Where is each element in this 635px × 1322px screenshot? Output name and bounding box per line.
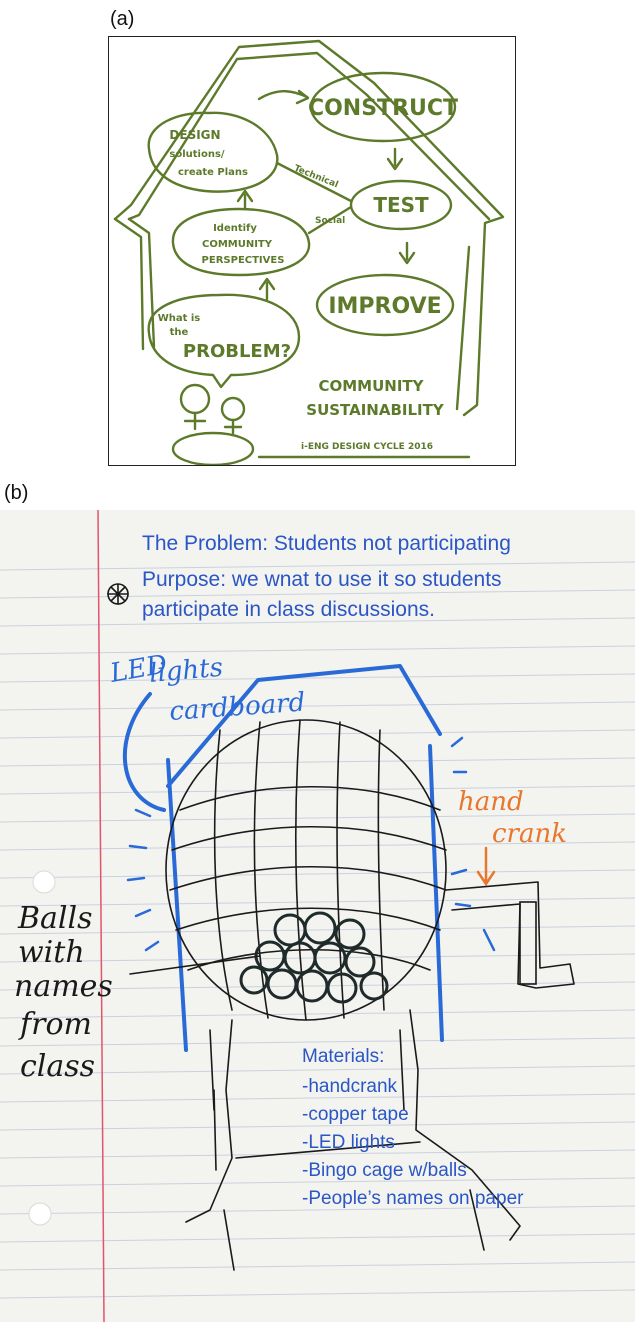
construct-label: CONSTRUCT [308, 96, 458, 121]
led-frame-left-post [166, 758, 188, 1052]
design-label-1: DESIGN [169, 128, 220, 142]
house-left-wall-inner [113, 217, 145, 351]
identify-label-3: PERSPECTIVES [202, 255, 285, 266]
cage-grid [169, 719, 447, 1021]
technical-label: Technical [292, 164, 339, 191]
margin-line [97, 510, 105, 1322]
problem-label-3: PROBLEM? [183, 341, 291, 362]
notebook-lines [0, 561, 635, 1299]
balls-cluster [239, 911, 389, 1004]
construct-node [309, 71, 457, 143]
design-label-3: create Plans [178, 167, 248, 178]
design-cycle-diagram: CONSTRUCT TEST IMPROVE DESIGN solutions/… [108, 36, 516, 466]
led-frame-right-post [428, 744, 444, 1042]
balls-pointer-line [129, 955, 261, 975]
problem-statement: The Problem: Students not participating [142, 532, 511, 555]
test-node [349, 179, 453, 231]
design-label-2: solutions/ [169, 149, 225, 160]
identify-node [171, 207, 311, 277]
improve-node [315, 273, 455, 337]
panel-a-label: (a) [110, 8, 135, 30]
materials-item: -copper tape [302, 1104, 409, 1125]
led-frame-roof [166, 664, 442, 788]
house-outline [113, 39, 505, 417]
test-label: TEST [373, 193, 429, 217]
figure-left-head [179, 383, 211, 415]
social-connector [307, 205, 353, 235]
footer-label: i-ENG DESIGN CYCLE 2016 [301, 442, 433, 452]
stand-right-leg [409, 1009, 521, 1241]
led-label-2: lights [148, 653, 224, 689]
purpose-line-2: participate in class discussions. [142, 598, 435, 621]
community-label-1: COMMUNITY [318, 377, 424, 395]
problem-label-1: What is [158, 313, 201, 324]
hand-crank-label-1: hand [458, 787, 524, 817]
stand-left-leg [185, 1019, 233, 1223]
globe [171, 431, 255, 465]
materials-item: -People’s names on paper [302, 1188, 524, 1209]
balls-label-2: with [18, 935, 85, 970]
social-label: Social [315, 216, 345, 226]
stand-crossbar [235, 1141, 421, 1159]
bingo-cage-sketch: The Problem: Students not participating … [0, 510, 635, 1322]
purpose-line-1: Purpose: we wnat to use it so students [142, 568, 502, 591]
hand-crank [445, 881, 575, 989]
house-right-wall [455, 245, 471, 411]
community-label-2: SUSTAINABILITY [306, 401, 445, 419]
materials-title: Materials: [302, 1046, 384, 1067]
problem-node [147, 293, 301, 389]
identify-label-1: Identify [213, 223, 257, 234]
hand-crank-arrow [476, 846, 496, 887]
house-inner-line [127, 51, 491, 221]
balls-label-4: from [18, 1007, 92, 1042]
technical-connector [275, 161, 353, 203]
figure-right-head [220, 396, 246, 422]
bingo-cage [165, 719, 447, 1021]
problem-label-2: the [170, 327, 189, 338]
materials-item: -handcrank [302, 1076, 398, 1097]
balls-label-1: Balls [17, 901, 93, 936]
crank-handle [519, 901, 537, 985]
stand-sketch-lines [209, 1029, 485, 1271]
hand-crank-label-2: crank [492, 819, 567, 849]
materials-item: -Bingo cage w/balls [302, 1160, 467, 1181]
improve-label: IMPROVE [328, 294, 441, 319]
balls-label-3: names [14, 969, 113, 1004]
house-left-wall [127, 217, 156, 349]
binder-hole [28, 1202, 52, 1226]
figure-right-body [223, 418, 243, 435]
led-spark-marks [126, 736, 496, 952]
led-flag-left [122, 692, 166, 812]
materials-item: -LED lights [302, 1132, 395, 1153]
design-node [147, 111, 279, 193]
balls-label-5: class [20, 1049, 95, 1084]
panel-b-label: (b) [4, 482, 29, 504]
binder-hole [32, 870, 56, 894]
figure-left-body [183, 411, 207, 431]
identify-label-2: COMMUNITY [202, 239, 273, 250]
